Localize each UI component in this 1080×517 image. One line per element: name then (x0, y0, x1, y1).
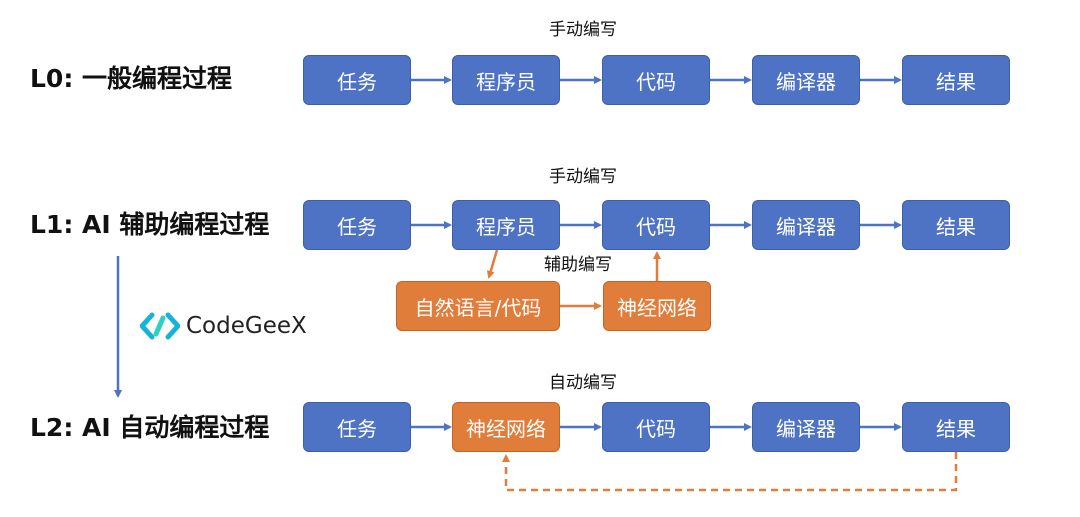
level-1-caption: 手动编写 (549, 167, 617, 187)
l1-assist-arrow-down (486, 249, 499, 279)
level-0-label: L0: 一般编程过程 (30, 64, 233, 93)
l0-step-programmer: 程序员 (452, 55, 560, 105)
codegeex-logo-icon (140, 312, 180, 340)
codegeex-logo-text: CodeGeeX (186, 313, 307, 339)
l2-step-code: 代码 (602, 402, 710, 452)
level-2-caption: 自动编写 (549, 373, 617, 393)
l1-assist-natural-language-code: 自然语言/代码 (396, 281, 560, 331)
l1-step-task: 任务 (303, 200, 411, 250)
l1-step-compiler: 编译器 (752, 200, 860, 250)
l2-feedback-loop (502, 452, 958, 492)
level-2-label: L2: AI 自动编程过程 (30, 413, 270, 442)
level-1-label: L1: AI 辅助编程过程 (30, 210, 270, 239)
l1-assist-neural-network: 神经网络 (603, 281, 711, 331)
l1-step-programmer: 程序员 (452, 200, 560, 250)
l2-step-compiler: 编译器 (752, 402, 860, 452)
l2-step-result: 结果 (902, 402, 1010, 452)
l2-step-neural-network: 神经网络 (452, 402, 560, 452)
l0-step-code: 代码 (602, 55, 710, 105)
level-0-caption: 手动编写 (549, 20, 617, 40)
level-1-assist-caption: 辅助编写 (544, 255, 612, 275)
l0-step-task: 任务 (303, 55, 411, 105)
l1-step-code: 代码 (602, 200, 710, 250)
l0-step-compiler: 编译器 (752, 55, 860, 105)
codegeex-logo: CodeGeeX (140, 312, 307, 340)
l1-step-result: 结果 (902, 200, 1010, 250)
l2-step-task: 任务 (303, 402, 411, 452)
l0-step-result: 结果 (902, 55, 1010, 105)
